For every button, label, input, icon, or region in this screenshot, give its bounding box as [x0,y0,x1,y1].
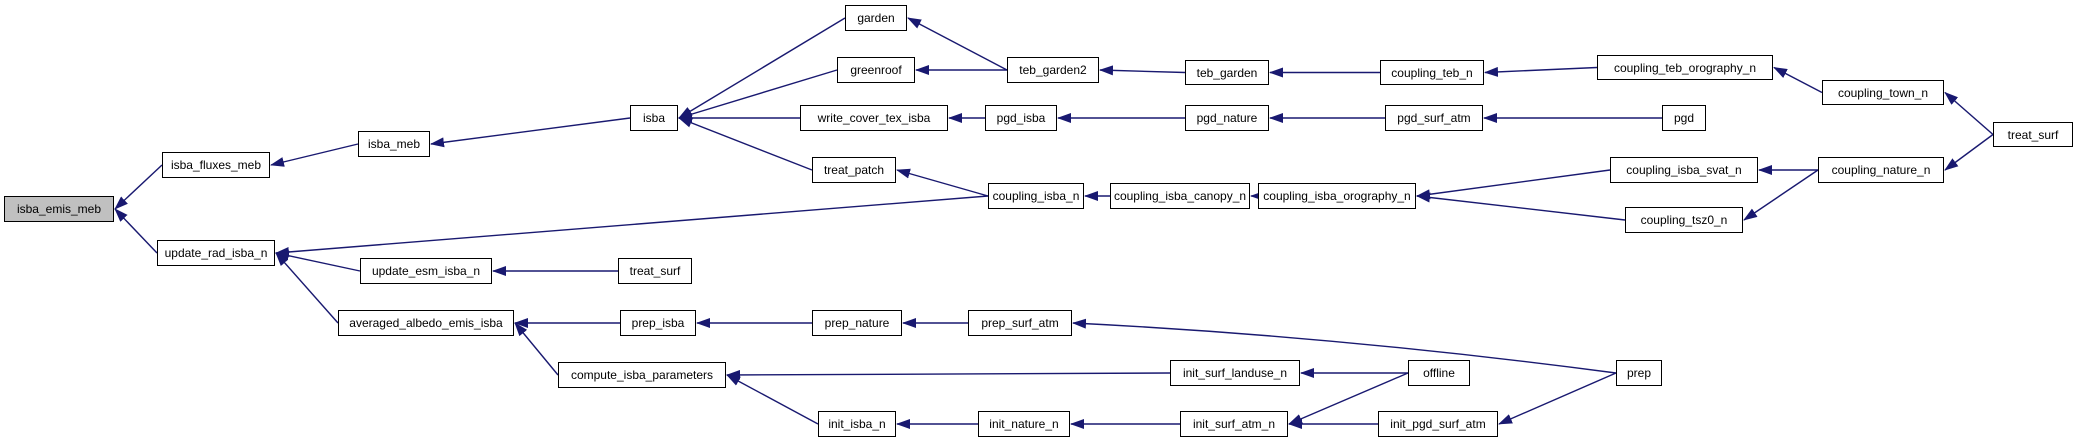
edge-init_isba_n-to-compute_isba_parameters [726,374,819,425]
node-coupling_town_n[interactable]: coupling_town_n [1822,80,1944,105]
node-teb_garden[interactable]: teb_garden [1185,60,1269,85]
node-isba_emis_meb: isba_emis_meb [4,196,114,222]
edge-init_surf_landuse_n-to-compute_isba_parameters [726,369,1171,380]
edge-prep-to-prep_surf_atm [1072,318,1617,374]
node-coupling_nature_n[interactable]: coupling_nature_n [1818,157,1944,183]
node-greenroof[interactable]: greenroof [837,57,915,83]
edge-coupling_isba_svat_n-to-coupling_isba_orography_n [1416,169,1611,200]
node-prep_isba[interactable]: prep_isba [620,310,696,336]
node-init_nature_n[interactable]: init_nature_n [978,411,1070,437]
node-treat_surf_right[interactable]: treat_surf [1993,122,2073,147]
node-compute_isba_parameters[interactable]: compute_isba_parameters [558,362,726,388]
node-prep[interactable]: prep [1616,360,1662,386]
edge-coupling_teb_orography_n-to-coupling_teb_n [1484,66,1598,77]
node-treat_surf_mid[interactable]: treat_surf [618,258,692,284]
node-isba_meb[interactable]: isba_meb [358,131,430,157]
node-coupling_isba_n[interactable]: coupling_isba_n [988,183,1084,209]
edge-coupling_tsz0_n-to-coupling_isba_orography_n [1416,192,1626,221]
node-init_surf_atm_n[interactable]: init_surf_atm_n [1180,411,1288,437]
edge-teb_garden2-to-garden [907,17,1008,71]
edge-coupling_isba_n-to-update_rad_isba_n [275,195,989,257]
edge-update_rad_isba_n-to-isba_emis_meb [114,208,158,254]
node-coupling_tsz0_n[interactable]: coupling_tsz0_n [1625,207,1743,233]
node-coupling_teb_n[interactable]: coupling_teb_n [1380,60,1484,85]
edge-offline-to-init_surf_atm_n [1288,372,1409,425]
node-garden[interactable]: garden [845,5,907,31]
edge-coupling_nature_n-to-coupling_tsz0_n [1743,169,1819,221]
edge-averaged_albedo_emis_isba-to-update_rad_isba_n [275,252,339,324]
node-isba[interactable]: isba [630,105,678,131]
node-offline[interactable]: offline [1408,360,1470,386]
edge-isba_meb-to-isba_fluxes_meb [270,143,359,167]
edge-update_esm_isba_n-to-update_rad_isba_n [275,250,361,272]
node-init_isba_n[interactable]: init_isba_n [818,411,896,437]
node-prep_nature[interactable]: prep_nature [812,310,902,336]
node-init_pgd_surf_atm[interactable]: init_pgd_surf_atm [1378,411,1498,437]
edge-greenroof-to-isba [678,69,838,120]
node-write_cover_tex_isba[interactable]: write_cover_tex_isba [800,105,948,131]
node-pgd_isba[interactable]: pgd_isba [985,105,1057,131]
node-teb_garden2[interactable]: teb_garden2 [1007,57,1099,83]
node-pgd[interactable]: pgd [1662,105,1706,131]
edge-group [114,17,1994,429]
node-treat_patch[interactable]: treat_patch [812,157,896,183]
edge-treat_patch-to-isba [678,117,813,171]
node-pgd_nature[interactable]: pgd_nature [1185,105,1269,131]
node-coupling_isba_canopy_n[interactable]: coupling_isba_canopy_n [1110,183,1250,209]
node-coupling_isba_svat_n[interactable]: coupling_isba_svat_n [1610,157,1758,183]
node-prep_surf_atm[interactable]: prep_surf_atm [968,310,1072,336]
node-init_surf_landuse_n[interactable]: init_surf_landuse_n [1170,360,1300,386]
edge-garden-to-isba [678,17,846,119]
node-pgd_surf_atm[interactable]: pgd_surf_atm [1385,105,1483,131]
node-coupling_isba_orography_n[interactable]: coupling_isba_orography_n [1258,183,1416,209]
edge-compute_isba_parameters-to-averaged_albedo_emis_isba [514,322,559,376]
edge-isba_fluxes_meb-to-isba_emis_meb [114,164,163,210]
edge-treat_surf_right-to-coupling_town_n [1944,91,1994,136]
node-update_esm_isba_n[interactable]: update_esm_isba_n [360,258,492,284]
node-isba_fluxes_meb[interactable]: isba_fluxes_meb [162,152,270,178]
node-averaged_albedo_emis_isba[interactable]: averaged_albedo_emis_isba [338,310,514,336]
edge-prep-to-init_pgd_surf_atm [1498,372,1617,425]
edge-isba-to-isba_meb [430,117,631,148]
edge-teb_garden-to-teb_garden2 [1099,65,1186,76]
node-coupling_teb_orography_n[interactable]: coupling_teb_orography_n [1597,55,1773,80]
node-update_rad_isba_n[interactable]: update_rad_isba_n [157,240,275,266]
edge-treat_surf_right-to-coupling_nature_n [1944,133,1994,171]
edge-coupling_isba_n-to-treat_patch [896,168,989,197]
edge-coupling_town_n-to-coupling_teb_orography_n [1773,66,1823,94]
